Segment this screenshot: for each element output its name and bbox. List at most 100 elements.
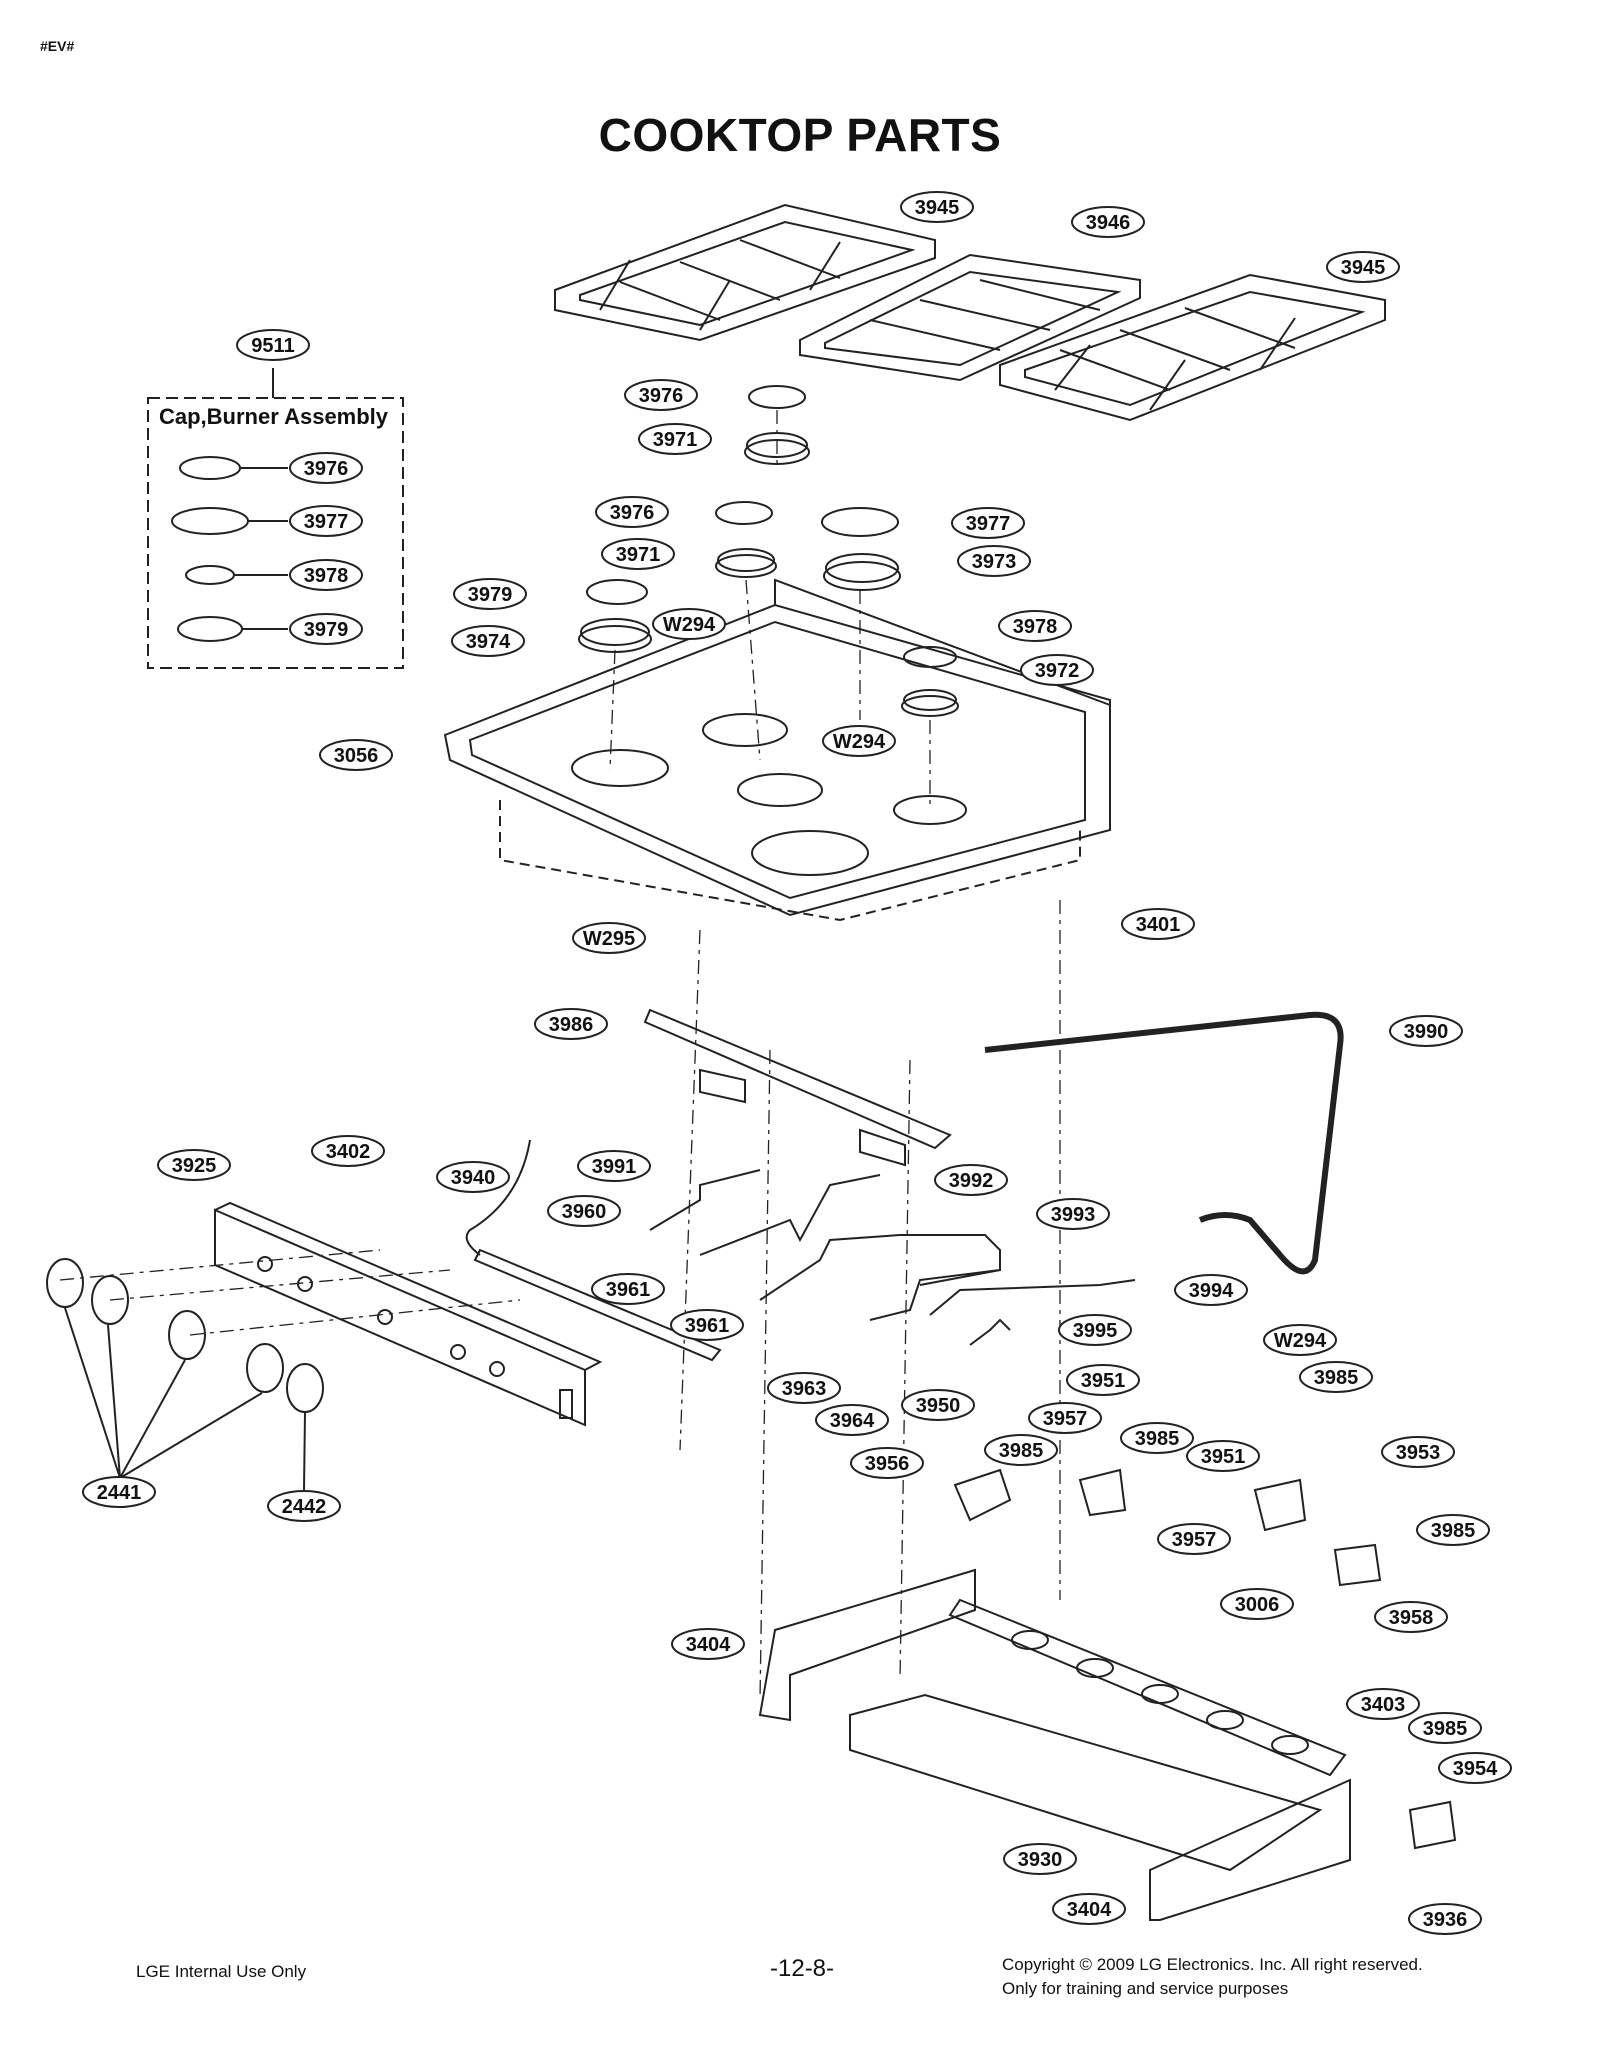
callout-c37-label: 3950 [916, 1395, 961, 1417]
callout-c26-oval [547, 1195, 621, 1227]
callout-c54: 3930 [1003, 1843, 1077, 1875]
callout-c13: 3974 [451, 625, 525, 657]
callout-c2: 3946 [1071, 206, 1145, 238]
callout-c17-label: W295 [583, 928, 635, 950]
footer-copyright: Copyright © 2009 LG Electronics. Inc. Al… [1002, 1953, 1423, 2001]
callout-c38: 3957 [1028, 1402, 1102, 1434]
base-pan [758, 1568, 1351, 1921]
callout-c18-oval [1121, 908, 1195, 940]
grate-center [799, 253, 1141, 382]
callout-c30-oval [670, 1309, 744, 1341]
callout-c28-label: 3961 [606, 1279, 651, 1301]
callout-c9-label: 3973 [972, 551, 1017, 573]
callout-c22: 3925 [157, 1149, 231, 1181]
callout-c5-oval [638, 423, 712, 455]
assembly-title: Cap,Burner Assembly [159, 404, 389, 429]
callout-assembly-item-0-label: 3976 [304, 458, 349, 480]
callout-c24: 3991 [577, 1150, 651, 1182]
callout-c4-oval [624, 379, 698, 411]
footer-internal-use: LGE Internal Use Only [136, 1962, 307, 1981]
callout-c6: 3976 [595, 496, 669, 528]
callout-c44-label: 2441 [97, 1482, 142, 1504]
callout-c19: 3986 [534, 1008, 608, 1040]
callout-c4-label: 3976 [639, 385, 684, 407]
callout-c16-oval [319, 739, 393, 771]
callout-c3-oval [1326, 251, 1400, 283]
callout-c8-oval [601, 538, 675, 570]
callout-c3-label: 3945 [1341, 257, 1386, 279]
callout-c33: 3963 [767, 1372, 841, 1404]
callout-c31-label: 3995 [1073, 1320, 1118, 1342]
callout-c12: W294 [652, 608, 726, 640]
callout-c21: 3402 [311, 1135, 385, 1167]
callout-c50-oval [671, 1628, 745, 1660]
callout-c7: 3977 [951, 507, 1025, 539]
grate-right [999, 273, 1386, 422]
callout-c41-label: 3951 [1201, 1446, 1246, 1468]
callout-c45-oval [267, 1490, 341, 1522]
callout-c49-oval [1220, 1588, 1294, 1620]
callout-c30-label: 3961 [685, 1315, 730, 1337]
callout-c16: 3056 [319, 739, 393, 771]
callout-c19-oval [534, 1008, 608, 1040]
callout-c11-label: 3978 [1013, 616, 1058, 638]
callout-c43: 3956 [850, 1447, 924, 1479]
callout-c46-oval [1157, 1523, 1231, 1555]
callout-c12-label: W294 [663, 614, 716, 636]
callout-c23: 3940 [436, 1161, 510, 1193]
callout-c40-label: 3985 [1135, 1428, 1180, 1450]
callout-c48: 3958 [1374, 1601, 1448, 1633]
callout-c24-oval [577, 1150, 651, 1182]
callout-c21-label: 3402 [326, 1141, 371, 1163]
callout-c28: 3961 [591, 1273, 665, 1305]
callout-c15-label: W294 [833, 731, 886, 753]
callout-c41-oval [1186, 1440, 1260, 1472]
callout-c4: 3976 [624, 379, 698, 411]
callout-c39-oval [984, 1434, 1058, 1466]
callout-c14-oval [1020, 654, 1094, 686]
callout-c47: 3985 [1416, 1514, 1490, 1546]
callout-c27-label: 3993 [1051, 1204, 1096, 1226]
callout-c20-oval [1389, 1015, 1463, 1047]
callout-c52-label: 3985 [1423, 1718, 1468, 1740]
callout-c51-oval [1346, 1688, 1420, 1720]
callout-c17-oval [572, 922, 646, 954]
callout-assembly-item-1-label: 3977 [304, 511, 349, 533]
callout-c35-label: 3985 [1314, 1367, 1359, 1389]
callout-c31-oval [1058, 1314, 1132, 1346]
callout-c53-label: 3954 [1453, 1758, 1498, 1780]
callout-c24-label: 3991 [592, 1156, 637, 1178]
callout-assembly-item-2-label: 3978 [304, 565, 349, 587]
callout-c50-label: 3404 [686, 1634, 731, 1656]
callout-c5: 3971 [638, 423, 712, 455]
callout-c43-label: 3956 [865, 1453, 910, 1475]
callout-c51-label: 3403 [1361, 1694, 1406, 1716]
callout-assembly-id: 9511 [236, 329, 310, 361]
callout-c35-oval [1299, 1361, 1373, 1393]
callout-c40: 3985 [1120, 1422, 1194, 1454]
callout-assembly-item-2: 3978 [289, 559, 363, 591]
callout-c55-oval [1052, 1893, 1126, 1925]
callout-c19-label: 3986 [549, 1014, 594, 1036]
callout-c36-label: 3964 [830, 1410, 875, 1432]
callout-c16-label: 3056 [334, 745, 379, 767]
callout-c36: 3964 [815, 1404, 889, 1436]
callout-assembly-item-2-oval [289, 559, 363, 591]
callout-c52: 3985 [1408, 1712, 1482, 1744]
callout-assembly-item-3: 3979 [289, 613, 363, 645]
callout-c9-oval [957, 545, 1031, 577]
callout-c34-oval [1066, 1364, 1140, 1396]
callout-c8: 3971 [601, 538, 675, 570]
document-tag: #EV# [40, 38, 75, 54]
callout-c10-oval [453, 578, 527, 610]
callout-c23-label: 3940 [451, 1167, 496, 1189]
callout-c45: 2442 [267, 1490, 341, 1522]
page-title: COOKTOP PARTS [598, 109, 1002, 161]
cooktop-surface [443, 578, 1111, 922]
callout-c43-oval [850, 1447, 924, 1479]
callout-c15: W294 [822, 725, 896, 757]
callout-c23-oval [436, 1161, 510, 1193]
callout-c31: 3995 [1058, 1314, 1132, 1346]
callout-c49: 3006 [1220, 1588, 1294, 1620]
